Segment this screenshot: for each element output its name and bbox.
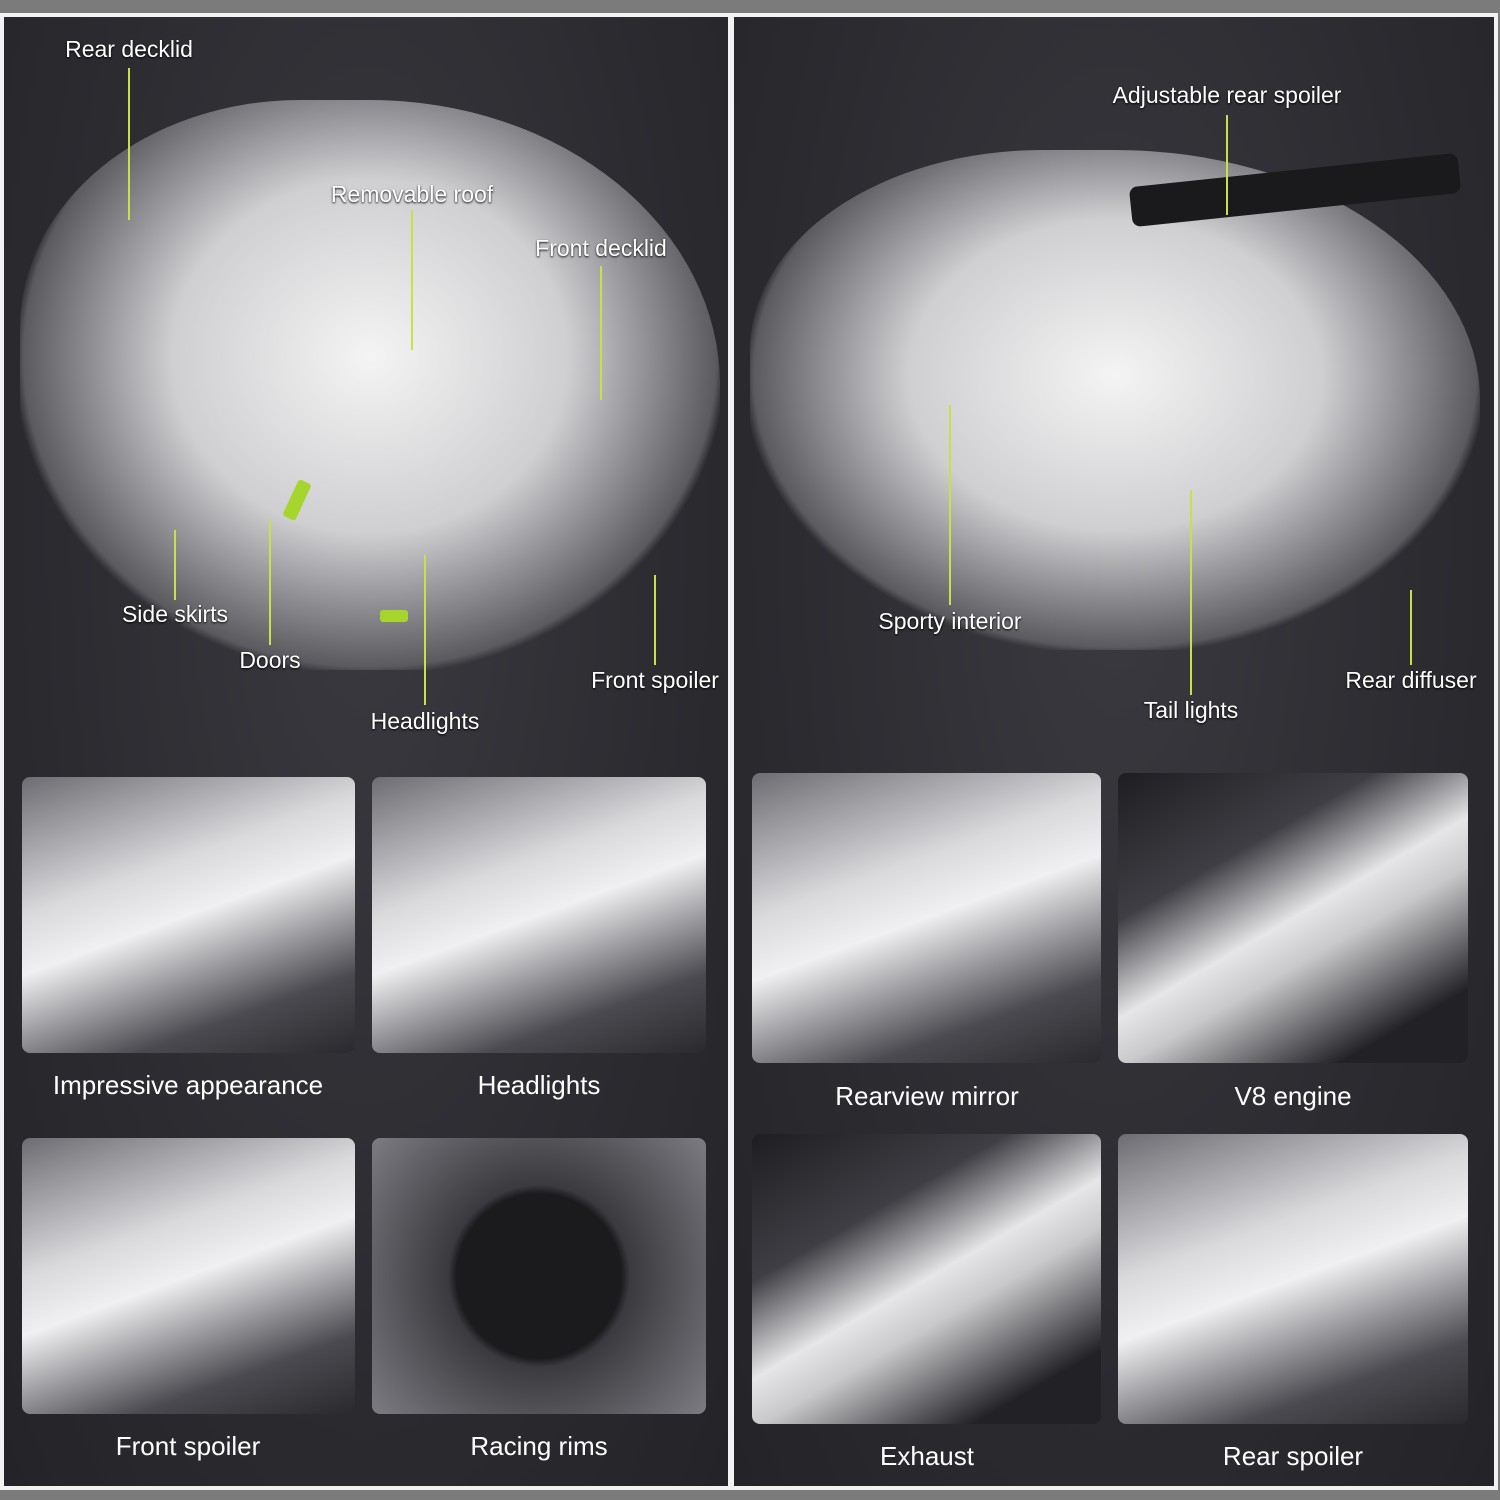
callout-sporty-interior: Sporty interior (878, 608, 1022, 634)
callout-front-decklid: Front decklid (535, 235, 667, 261)
callout-line (269, 520, 271, 645)
callout-side-skirts: Side skirts (121, 601, 229, 627)
photo-rear-spoiler (1118, 1134, 1468, 1424)
photo-headlights (372, 777, 706, 1053)
callout-rear-decklid: Rear decklid (65, 36, 193, 62)
caption-rearview-mirror: Rearview mirror (835, 1081, 1019, 1111)
callout-line (600, 266, 602, 400)
callout-removable-roof: Removable roof (330, 181, 494, 207)
callout-front-spoiler: Front spoiler (591, 667, 719, 693)
callout-line (411, 210, 413, 350)
callout-line (174, 530, 176, 600)
callout-line (949, 405, 951, 605)
callout-adjustable-rear-spoiler: Adjustable rear spoiler (1112, 82, 1342, 108)
caption-racing-rims: Racing rims (470, 1431, 608, 1461)
caption-front-spoiler: Front spoiler (115, 1431, 261, 1461)
photo-v8-engine (1118, 773, 1468, 1063)
callout-line (1190, 490, 1192, 695)
caption-impressive-appearance: Impressive appearance (52, 1070, 324, 1100)
photo-rearview-mirror (752, 773, 1101, 1063)
photo-racing-rims (372, 1138, 706, 1414)
callout-doors: Doors (239, 647, 301, 673)
callout-line (1226, 115, 1228, 215)
photo-front-spoiler (22, 1138, 355, 1414)
callout-headlights: Headlights (370, 708, 480, 734)
caption-headlights: Headlights (477, 1070, 601, 1100)
caption-v8-engine: V8 engine (1234, 1081, 1352, 1111)
callout-line (654, 575, 656, 665)
photo-exhaust (752, 1134, 1101, 1424)
photo-impressive-appearance (22, 777, 355, 1053)
callout-line (128, 68, 130, 220)
accent-part (380, 610, 408, 622)
car-rear-view-image (750, 150, 1480, 650)
car-front-view-image (20, 100, 720, 670)
callout-rear-diffuser: Rear diffuser (1345, 667, 1477, 693)
callout-line (1410, 590, 1412, 665)
callout-tail-lights: Tail lights (1143, 697, 1239, 723)
caption-exhaust: Exhaust (880, 1441, 974, 1471)
callout-line (424, 555, 426, 705)
caption-rear-spoiler: Rear spoiler (1222, 1441, 1364, 1471)
